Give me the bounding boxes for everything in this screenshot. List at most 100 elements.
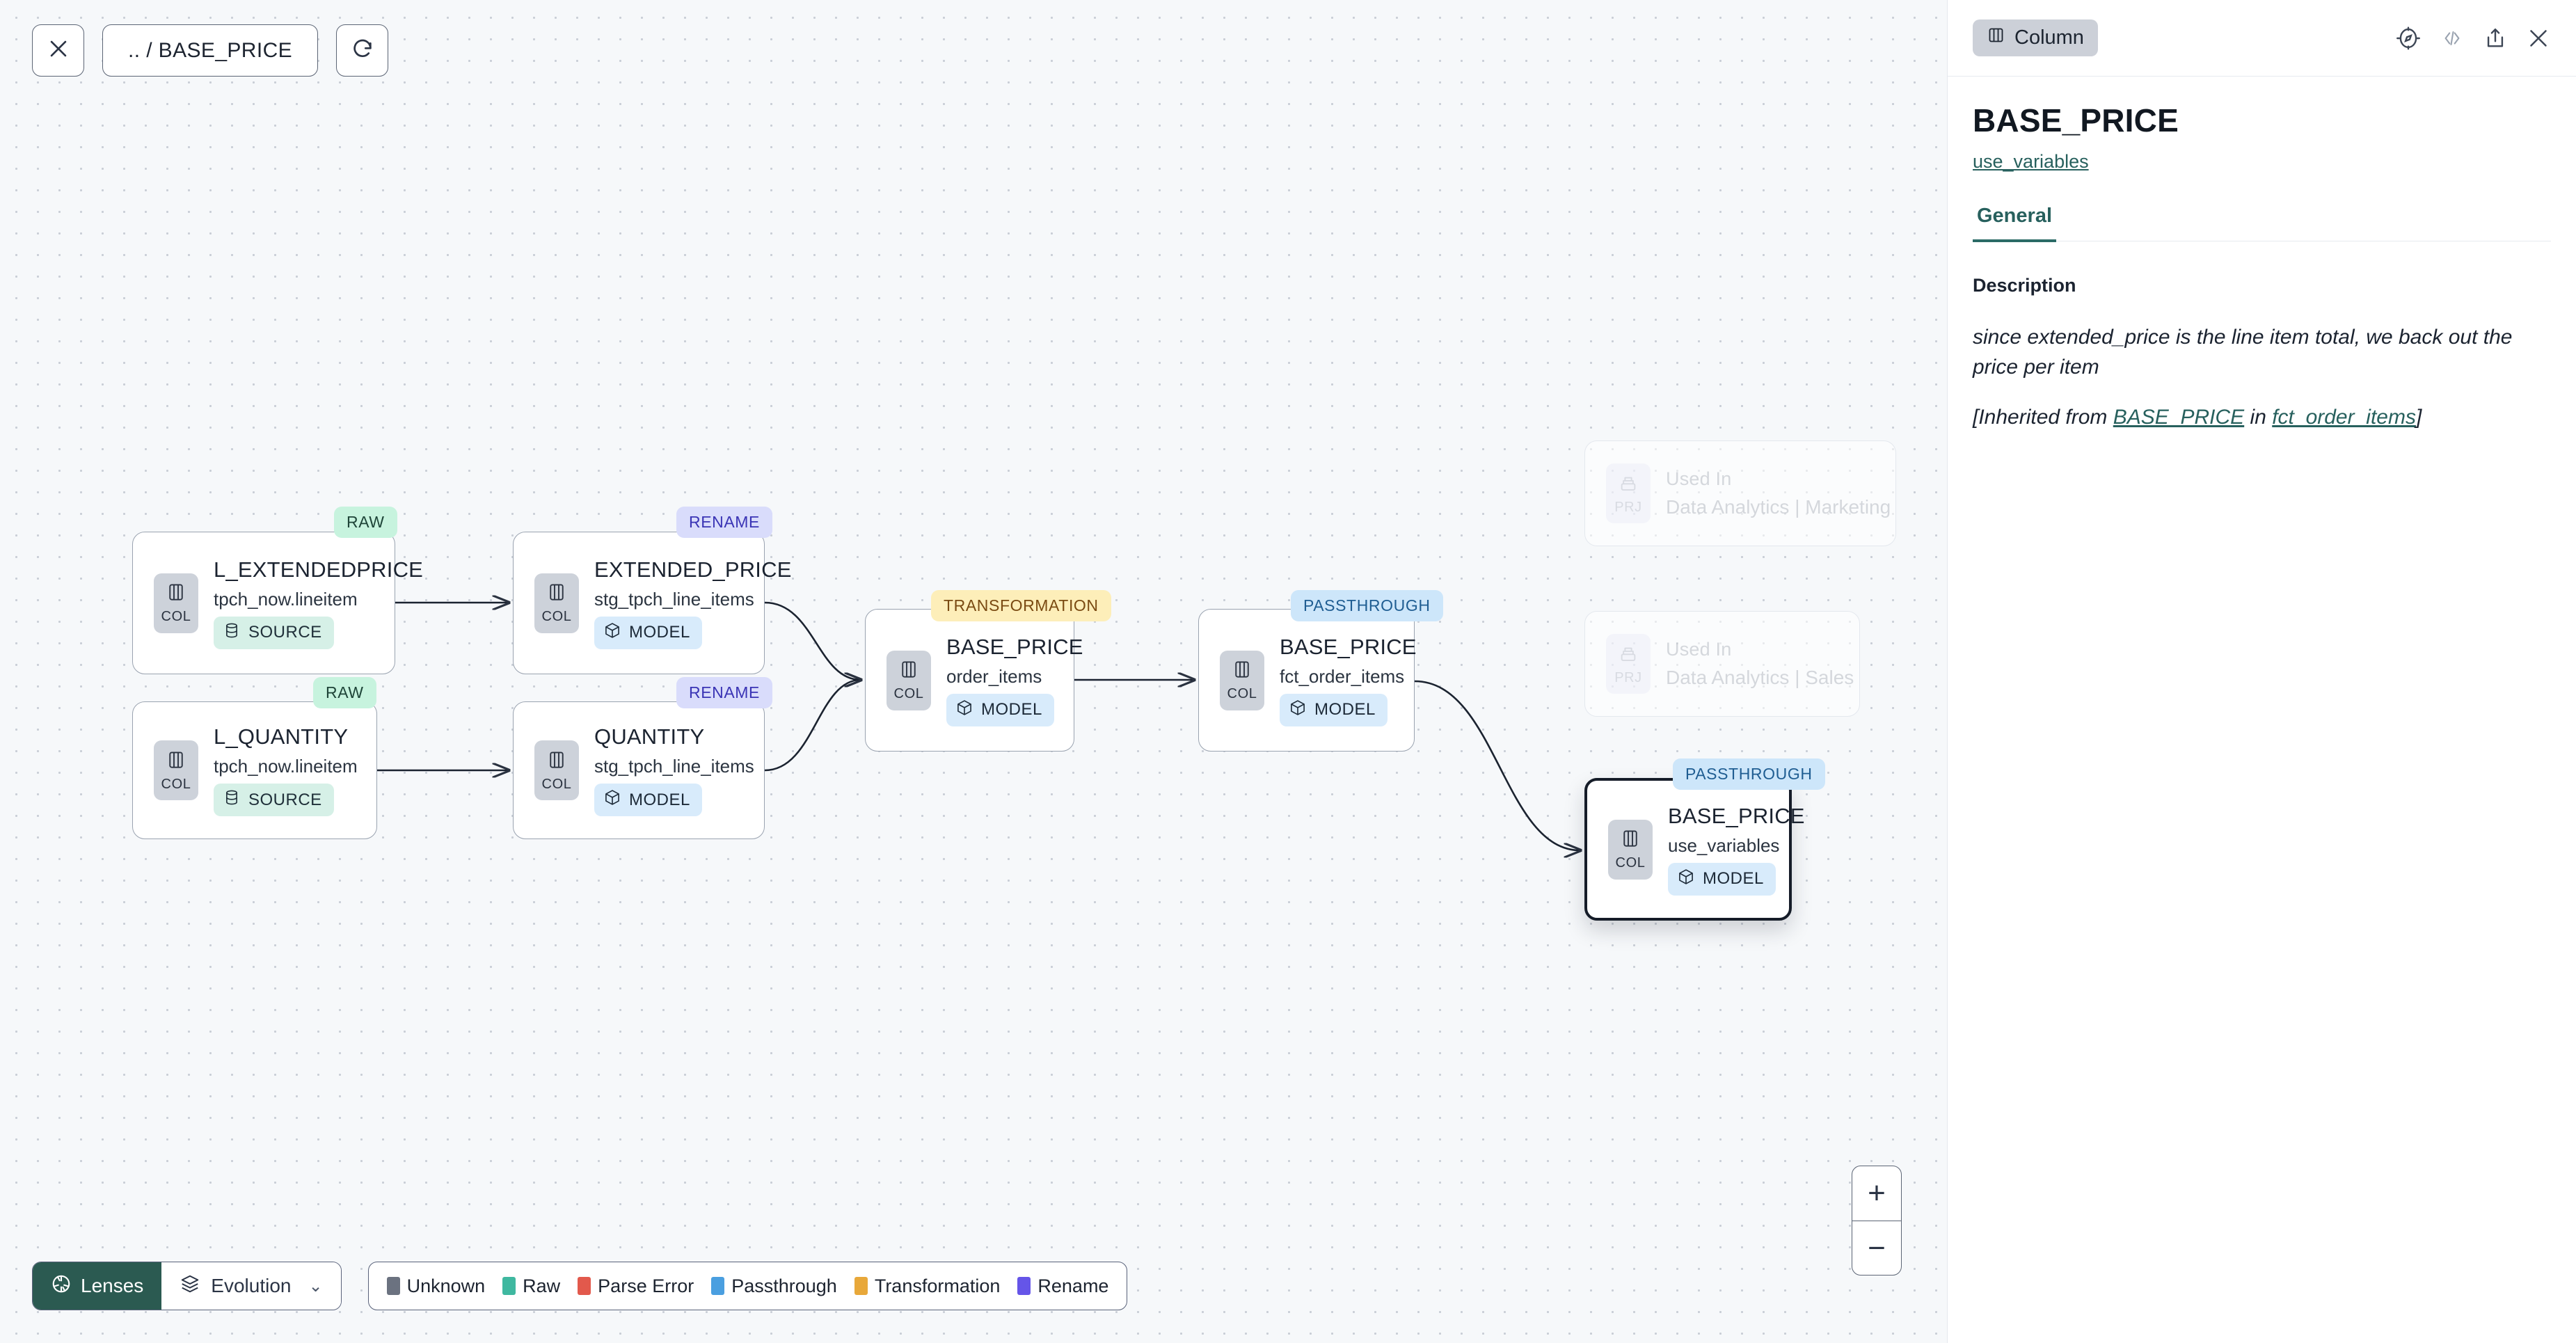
- materialization-label: MODEL: [629, 623, 690, 642]
- used-in-label: Used In: [1666, 639, 1732, 660]
- column-kind-chip: COL: [1220, 650, 1264, 710]
- node-column-name: EXTENDED_PRICE: [594, 557, 792, 582]
- entity-type-label: Column: [2014, 26, 2084, 49]
- materialization-label: MODEL: [629, 790, 690, 809]
- lenses-label: Lenses: [81, 1275, 144, 1296]
- code-icon[interactable]: [2440, 28, 2465, 49]
- project-kind-chip: PRJ: [1606, 634, 1651, 694]
- node-lens-tag: PASSTHROUGH: [1673, 758, 1825, 790]
- node-column-name: QUANTITY: [594, 724, 705, 749]
- layers-icon: [180, 1273, 200, 1299]
- kind-label: PRJ: [1614, 499, 1642, 515]
- node-lens-tag: PASSTHROUGH: [1291, 590, 1443, 621]
- node-column-name: BASE_PRICE: [1668, 803, 1805, 828]
- inherited-prefix: [Inherited from: [1973, 406, 2113, 429]
- materialization-icon: [223, 621, 241, 644]
- node-source-name: stg_tpch_line_items: [594, 756, 754, 777]
- materialization-badge: MODEL: [594, 784, 702, 816]
- lineage-canvas[interactable]: .. / BASE_PRICE PRJ Used In Data Analytics…: [0, 0, 1947, 1343]
- canvas-top-controls: .. / BASE_PRICE: [32, 24, 389, 77]
- materialization-label: MODEL: [981, 700, 1042, 719]
- legend: Unknown Raw Parse Error Passthrough Transfor…: [367, 1262, 1128, 1310]
- used-in-node[interactable]: PRJ Used In Data Analytics | Marketing: [1584, 440, 1896, 546]
- breadcrumb-button[interactable]: .. / BASE_PRICE: [102, 24, 319, 77]
- column-icon: [1620, 827, 1641, 853]
- column-icon: [1987, 26, 2005, 50]
- column-kind-chip: COL: [154, 740, 198, 800]
- refresh-icon: [351, 37, 374, 64]
- legend-item[interactable]: Unknown: [386, 1276, 485, 1297]
- legend-swatch: [502, 1277, 516, 1295]
- materialization-badge: SOURCE: [214, 784, 334, 816]
- legend-label: Transformation: [874, 1275, 1001, 1296]
- inherited-mid: in: [2244, 406, 2273, 429]
- parent-model-link[interactable]: use_variables: [1973, 151, 2089, 172]
- zoom-controls: + −: [1852, 1166, 1902, 1276]
- node-source-name: use_variables: [1668, 834, 1780, 856]
- node-lens-tag: RENAME: [676, 677, 773, 708]
- inherited-column-link[interactable]: BASE_PRICE: [2113, 406, 2245, 429]
- inherited-model-link[interactable]: fct_order_items: [2272, 406, 2416, 429]
- legend-item[interactable]: Raw: [502, 1276, 560, 1297]
- compass-icon[interactable]: [2396, 26, 2421, 51]
- column-icon: [166, 749, 186, 774]
- used-in-label: Used In: [1666, 468, 1732, 489]
- used-in-project: Data Analytics | Marketing: [1666, 496, 1891, 518]
- kind-label: COL: [161, 609, 191, 624]
- kind-label: COL: [1227, 686, 1257, 701]
- description-label: Description: [1973, 275, 2076, 296]
- legend-label: Rename: [1037, 1275, 1109, 1296]
- share-icon[interactable]: [2483, 26, 2507, 50]
- node-source-name: tpch_now.lineitem: [214, 588, 358, 610]
- column-kind-chip: COL: [1608, 819, 1653, 880]
- evolution-dropdown[interactable]: Evolution ⌄: [161, 1262, 341, 1310]
- close-button[interactable]: [32, 24, 84, 77]
- node-source-name: stg_tpch_line_items: [594, 588, 754, 610]
- node-source-name: tpch_now.lineitem: [214, 756, 358, 777]
- column-icon: [166, 581, 186, 607]
- panel-tabs: General: [1973, 205, 2551, 242]
- panel-close-icon[interactable]: [2526, 26, 2551, 51]
- column-icon: [1232, 658, 1253, 684]
- column-kind-chip: COL: [154, 573, 198, 633]
- materialization-icon: [223, 788, 241, 811]
- lenses-button[interactable]: Lenses: [33, 1262, 162, 1310]
- legend-swatch: [854, 1277, 868, 1295]
- legend-item[interactable]: Transformation: [854, 1275, 1001, 1297]
- legend-item[interactable]: Rename: [1017, 1276, 1108, 1297]
- legend-item[interactable]: Parse Error: [578, 1276, 694, 1297]
- node-lens-tag: RAW: [313, 677, 376, 708]
- project-icon: [1618, 642, 1639, 668]
- used-in-node[interactable]: PRJ Used In Data Analytics | Sales: [1584, 611, 1860, 717]
- column-kind-chip: COL: [534, 740, 579, 800]
- description-text: since extended_price is the line item to…: [1973, 326, 2513, 379]
- materialization-icon: [1677, 868, 1695, 891]
- refresh-button[interactable]: [336, 24, 389, 77]
- details-panel-body: BASE_PRICE use_variables General Descrip…: [1948, 77, 2576, 433]
- kind-label: COL: [893, 686, 924, 701]
- materialization-badge: MODEL: [1668, 862, 1776, 896]
- used-in-project: Data Analytics | Sales: [1666, 667, 1854, 688]
- zoom-in-button[interactable]: +: [1868, 1176, 1886, 1210]
- zoom-out-button[interactable]: −: [1852, 1221, 1901, 1275]
- legend-item[interactable]: Passthrough: [711, 1276, 837, 1297]
- column-icon: [546, 581, 567, 607]
- node-lens-tag: RENAME: [676, 507, 773, 538]
- tab-general[interactable]: General: [1973, 205, 2056, 242]
- aperture-icon: [51, 1273, 72, 1299]
- project-kind-chip: PRJ: [1606, 463, 1651, 523]
- lenses-group: Lenses Evolution ⌄: [32, 1262, 342, 1310]
- panel-header-actions: [2396, 26, 2551, 51]
- legend-swatch: [711, 1277, 725, 1295]
- evolution-label: Evolution: [211, 1275, 292, 1296]
- legend-label: Passthrough: [731, 1275, 837, 1296]
- kind-label: COL: [541, 776, 572, 792]
